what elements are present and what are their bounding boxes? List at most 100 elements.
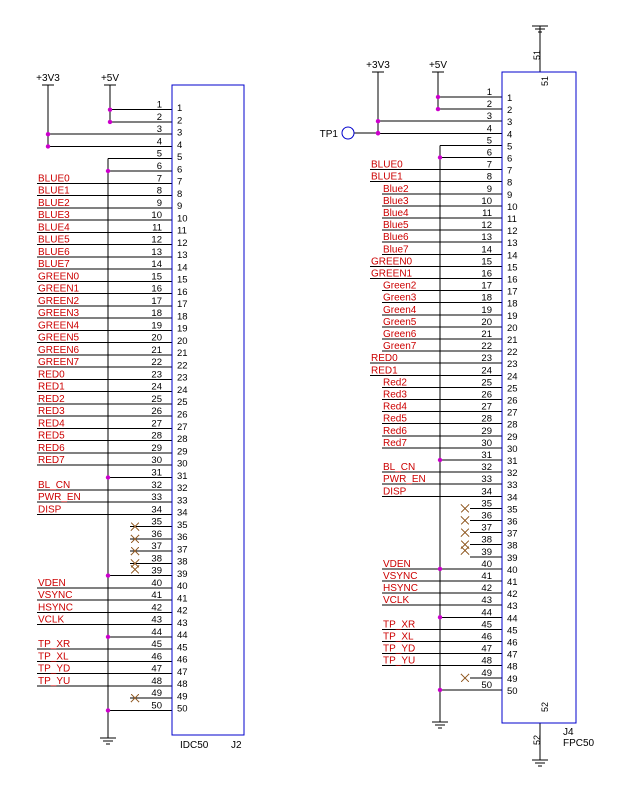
pin-number-wire-side: 44 [481,607,492,618]
signal-label: GREEN1 [371,269,413,280]
pin-number-wire-side: 5 [487,135,492,146]
pin-number-body-side: 27 [177,422,188,433]
pin-number-wire-side: 27 [481,402,492,413]
pin-number-body-side: 47 [507,650,518,661]
pin-number-wire-side: 49 [481,668,492,679]
pin-number-body-side: 26 [177,410,188,421]
pin-number-body-side: 19 [177,324,188,335]
signal-label: Blue4 [383,208,409,219]
signal-label: RED1 [38,382,65,393]
pin-number-body-side: 38 [177,557,188,568]
pin-number-body-side: 31 [507,456,518,467]
pin-number-body-side: 8 [177,189,182,200]
signal-label: RED5 [38,431,65,442]
pin-number-body-side: 21 [177,348,188,359]
signal-label: BLUE7 [38,259,70,270]
junction-dot [105,634,111,640]
signal-label: Green7 [383,341,417,352]
pin-number-body-side: 36 [507,517,518,528]
signal-label: Red5 [383,414,407,425]
signal-label: DISP [383,486,407,497]
ground-symbol [432,721,448,729]
signal-label: RED4 [38,418,65,429]
pin-number-body-side: 14 [507,250,518,261]
pin-number-wire-side: 50 [151,700,162,711]
signal-label: RED6 [38,443,65,454]
junction-dot [107,107,113,112]
pin-number-body-side: 32 [177,483,188,494]
pin-number-wire-side: 29 [481,426,492,437]
pin-number-wire-side: 14 [151,259,162,270]
pin-number-wire-side: 46 [481,632,492,643]
pin-number-wire-side: 16 [481,269,492,280]
pin-number-wire-side: 38 [151,553,162,564]
signal-label: GREEN4 [38,320,80,331]
pin-number-wire-side: 19 [481,305,492,316]
pin-number-body-side: 19 [507,311,518,322]
pin-number-wire-side: 4 [157,136,162,147]
signal-label: HSYNC [38,602,73,613]
signal-label: TP_XL [38,651,69,662]
pin-number-body-side: 44 [177,630,188,641]
signal-label: PWR_EN [38,492,81,503]
pin-number-wire-side: 13 [481,232,492,243]
pin-number-body-side: 3 [507,117,512,128]
pin-number-wire-side: 41 [151,590,162,601]
signal-label: RED0 [371,353,398,364]
pin-number-wire-side: 14 [481,244,492,255]
signal-label: TP_XL [383,632,414,643]
signal-label: GREEN6 [38,345,80,356]
pin-number-wire-side: 6 [487,148,492,159]
pin-number-body-side: 28 [177,434,188,445]
no-connect-mark [460,528,470,537]
no-connect-mark [460,673,470,683]
signal-label: GREEN3 [38,308,80,319]
no-connect-stroke [130,534,140,544]
pin-number-wire-side: 43 [481,595,492,606]
pin-number-wire-side: 15 [481,256,492,267]
signal-label: Red3 [383,390,407,401]
junction-dot [105,708,111,713]
pin-number-wire-side: 22 [481,341,492,352]
pin-number-wire-side: 50 [481,680,492,691]
pin-number-wire-side: 24 [481,365,492,376]
signal-label: VSYNC [383,571,417,582]
no-connect-mark [130,534,140,544]
signal-label: RED7 [38,455,65,466]
pin-number-wire-side: 34 [481,486,492,497]
pin-number-wire-side: 34 [151,504,162,515]
junction-dot [45,144,51,149]
signal-label: PWR_EN [383,474,426,485]
no-connect-stroke [130,522,140,531]
pin-number-body-side: 12 [177,238,188,249]
pin-number-body-side: 17 [507,287,518,298]
pin-number-body-side: 16 [507,275,518,286]
signal-label: BLUE6 [38,247,70,258]
signal-label: TP_YD [38,664,70,675]
pin-number-wire-side: 18 [151,308,162,319]
junction-dot [437,155,443,160]
pin-number-wire-side: 3 [157,124,162,135]
connector-j4-body [501,71,577,724]
pin-number-wire-side: 1 [487,87,492,98]
pin-number-wire-side: 26 [151,406,162,417]
ground-symbol [100,737,116,745]
pin-number-body-side: 6 [177,164,182,175]
ground-symbol [532,25,548,33]
pin-number-body-side: 50 [177,704,188,715]
pin-number-wire-side: 32 [151,480,162,491]
pin-number-wire-side: 35 [151,517,162,528]
pin-number-wire-side: 6 [157,161,162,172]
connector-part: IDC50 [180,740,209,751]
pin-number-wire-side: 44 [151,627,162,638]
pin-number-wire-side: 11 [152,222,162,233]
ground-symbol [532,759,548,767]
pin-number-body-side: 34 [507,492,518,503]
pin-number-body-side: 45 [177,642,188,653]
signal-label: GREEN1 [38,284,80,295]
pin-number-body-side: 34 [177,508,188,519]
signal-label: VCLK [383,595,409,606]
signal-label: Green4 [383,305,417,316]
pin-number-body-side: 6 [507,154,512,165]
pin-number-wire-side: 29 [151,443,162,454]
